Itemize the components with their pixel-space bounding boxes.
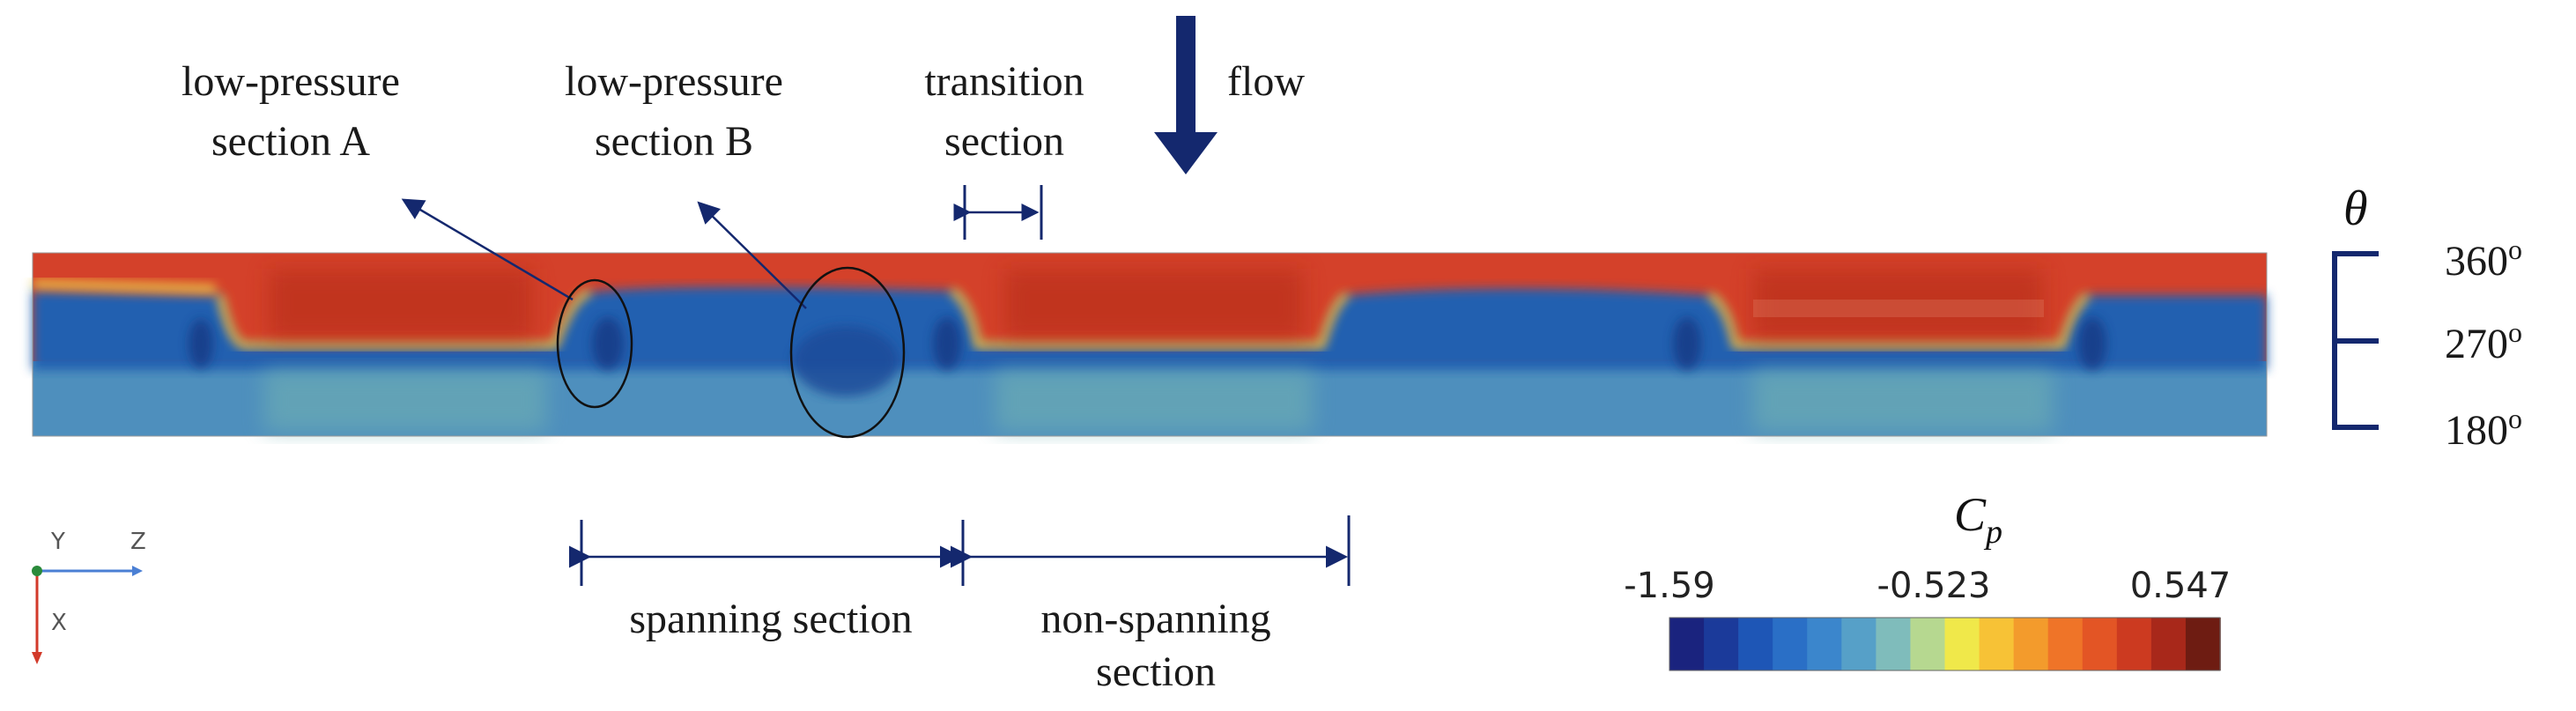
colorbar-segment bbox=[1841, 618, 1877, 670]
transition-dimension bbox=[953, 185, 1043, 240]
lp-b-label-2: section B bbox=[595, 118, 753, 165]
colorbar-segment bbox=[2082, 618, 2118, 670]
x-axis-arrow bbox=[32, 652, 42, 664]
spanning-dimension bbox=[569, 520, 965, 586]
colorbar-segment bbox=[2047, 618, 2084, 670]
lp-b-pointer bbox=[697, 201, 807, 309]
flow-label: flow bbox=[1227, 58, 1305, 105]
colorbar-title: Cp bbox=[1954, 488, 2002, 551]
lp-b-label-1: low-pressure bbox=[565, 58, 783, 105]
colorbar-segment bbox=[1669, 618, 1705, 670]
colorbar-segment bbox=[1704, 618, 1739, 670]
colorbar-segment bbox=[2013, 618, 2049, 670]
axis-triad: Y Z X bbox=[32, 529, 146, 664]
colorbar-segment bbox=[2150, 618, 2187, 670]
theta-tick-360: 360o bbox=[2445, 233, 2522, 285]
transition-label-1: transition bbox=[924, 58, 1084, 105]
non-spanning-label-2: section bbox=[1096, 648, 1216, 695]
lp-a-label-1: low-pressure bbox=[181, 58, 400, 105]
lp-a-pointer bbox=[401, 198, 574, 301]
theta-tick-180: 180o bbox=[2445, 403, 2522, 454]
lp-b-ellipse bbox=[789, 266, 906, 439]
colorbar-mid-label: -0.523 bbox=[1877, 566, 1991, 606]
colorbar-segment bbox=[1876, 618, 1912, 670]
colorbar-segment bbox=[1807, 618, 1843, 670]
flow-arrow-icon bbox=[1154, 16, 1218, 174]
z-axis-arrow bbox=[132, 566, 143, 576]
non-spanning-label-1: non-spanning bbox=[1040, 596, 1270, 642]
transition-label-2: section bbox=[944, 118, 1064, 165]
colorbar-segment bbox=[1944, 618, 1980, 670]
non-spanning-dimension bbox=[951, 515, 1351, 586]
y-axis-label: Y bbox=[50, 529, 65, 555]
colorbar-gradient bbox=[1669, 618, 2221, 670]
theta-symbol: θ bbox=[2343, 181, 2368, 236]
colorbar-segment bbox=[1738, 618, 1773, 670]
colorbar-segment bbox=[1773, 618, 1809, 670]
contour-strip bbox=[32, 252, 2268, 437]
z-axis-label: Z bbox=[130, 529, 146, 555]
colorbar-min-label: -1.59 bbox=[1624, 566, 1715, 606]
x-axis-label: X bbox=[51, 610, 67, 636]
colorbar: Cp -1.59 -0.523 0.547 bbox=[1624, 488, 2232, 671]
spanning-label: spanning section bbox=[629, 596, 912, 642]
theta-tick-270: 270o bbox=[2445, 316, 2522, 367]
colorbar-segment bbox=[2116, 618, 2152, 670]
lp-a-ellipse bbox=[556, 278, 633, 409]
theta-scale: θ 360o 270o 180o bbox=[2332, 181, 2522, 454]
lp-a-label-2: section A bbox=[211, 118, 370, 165]
colorbar-segment bbox=[2185, 618, 2221, 670]
colorbar-segment bbox=[1979, 618, 2015, 670]
y-axis-dot bbox=[32, 566, 42, 576]
colorbar-segment bbox=[1910, 618, 1946, 670]
colorbar-max-label: 0.547 bbox=[2130, 566, 2232, 606]
